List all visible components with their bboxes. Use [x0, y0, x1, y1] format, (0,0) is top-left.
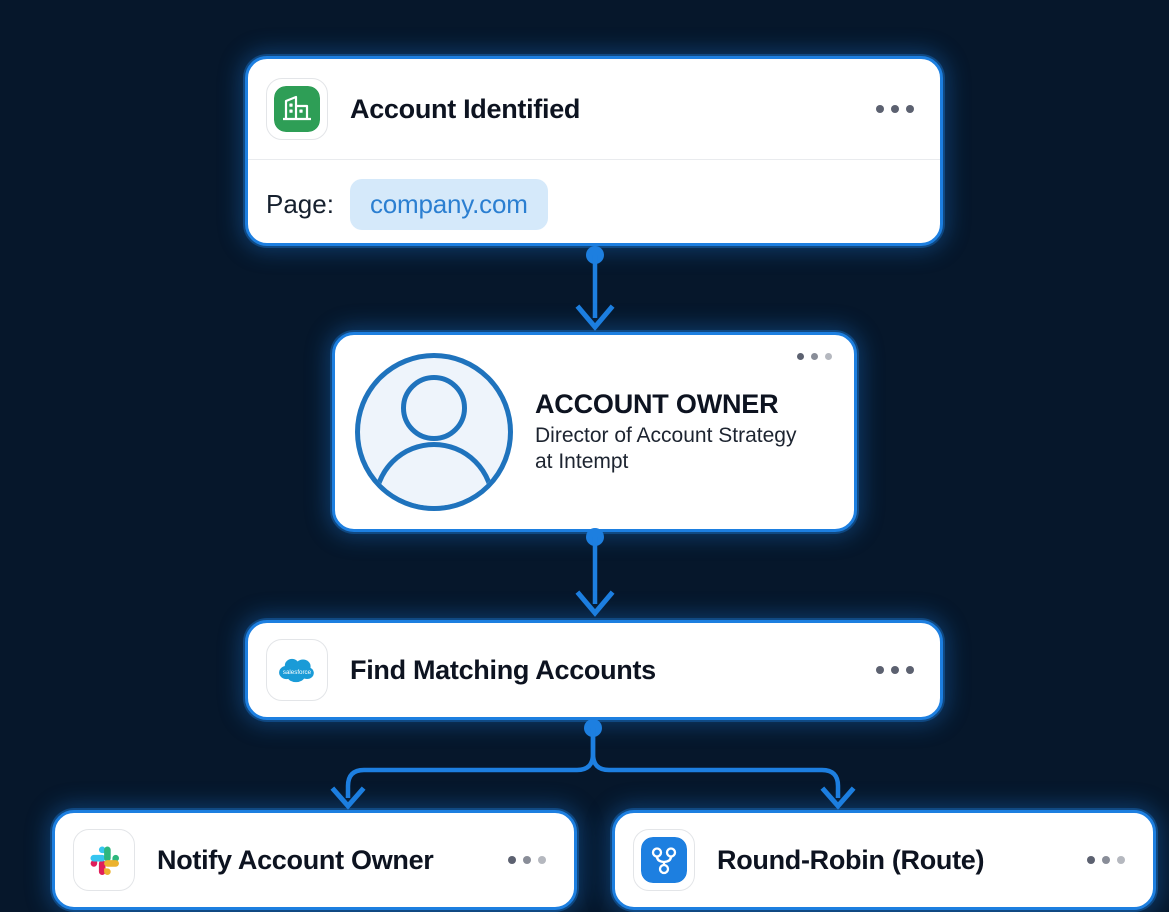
building-icon-tile — [266, 78, 328, 140]
connector-account-identified-to-owner — [575, 246, 615, 331]
slack-icon — [90, 846, 119, 875]
node-account-owner[interactable]: ACCOUNT OWNER Director of Account Strate… — [332, 332, 857, 532]
more-options-button[interactable] — [797, 352, 832, 360]
dot — [891, 666, 899, 674]
owner-subtitle-line2: at Intempt — [535, 450, 629, 473]
dot — [538, 856, 546, 864]
avatar-shoulders — [373, 442, 495, 506]
node-notify-account-owner[interactable]: Notify Account Owner — [52, 810, 577, 910]
dot — [906, 666, 914, 674]
building-icon — [274, 86, 320, 132]
dot — [523, 856, 531, 864]
more-options-button[interactable] — [876, 105, 914, 113]
git-branch-icon — [641, 837, 687, 883]
dot — [508, 856, 516, 864]
salesforce-icon-tile: salesforce — [266, 639, 328, 701]
page-field-value[interactable]: company.com — [349, 178, 548, 230]
node-account-identified[interactable]: Account Identified Page: company.com — [245, 56, 943, 246]
dot — [876, 105, 884, 113]
dot — [1087, 856, 1095, 864]
owner-subtitle-line1: Director of Account Strategy — [535, 423, 797, 447]
more-options-button[interactable] — [508, 856, 546, 864]
connector-owner-to-find-matching — [575, 528, 615, 617]
dot — [811, 352, 818, 360]
node-find-matching-accounts[interactable]: salesforce Find Matching Accounts — [245, 620, 943, 720]
node-header: Account Identified — [248, 59, 940, 160]
node-title: Find Matching Accounts — [350, 654, 656, 685]
dot — [797, 352, 804, 360]
user-avatar-icon — [355, 353, 513, 511]
dot — [825, 352, 832, 360]
dot — [1117, 856, 1125, 864]
connector-branch-to-bottom-nodes — [330, 719, 856, 810]
node-body: Page: company.com — [248, 160, 940, 248]
dot — [906, 105, 914, 113]
node-round-robin-route[interactable]: Round-Robin (Route) — [612, 810, 1156, 910]
dot — [1102, 856, 1110, 864]
salesforce-icon: salesforce — [279, 658, 314, 683]
node-title: Round-Robin (Route) — [717, 844, 985, 875]
more-options-button[interactable] — [876, 666, 914, 674]
page-field-label: Page: — [266, 188, 334, 219]
more-options-button[interactable] — [1087, 856, 1125, 864]
dot — [891, 105, 899, 113]
dot — [876, 666, 884, 674]
owner-role: ACCOUNT OWNER — [535, 388, 779, 419]
avatar-head — [401, 375, 467, 441]
node-title: Account Identified — [350, 93, 581, 124]
svg-text:salesforce: salesforce — [283, 669, 312, 676]
git-branch-icon-tile — [633, 829, 695, 891]
owner-details: ACCOUNT OWNER Director of Account Strate… — [535, 352, 854, 475]
slack-icon-tile — [73, 829, 135, 891]
node-title: Notify Account Owner — [157, 844, 434, 875]
